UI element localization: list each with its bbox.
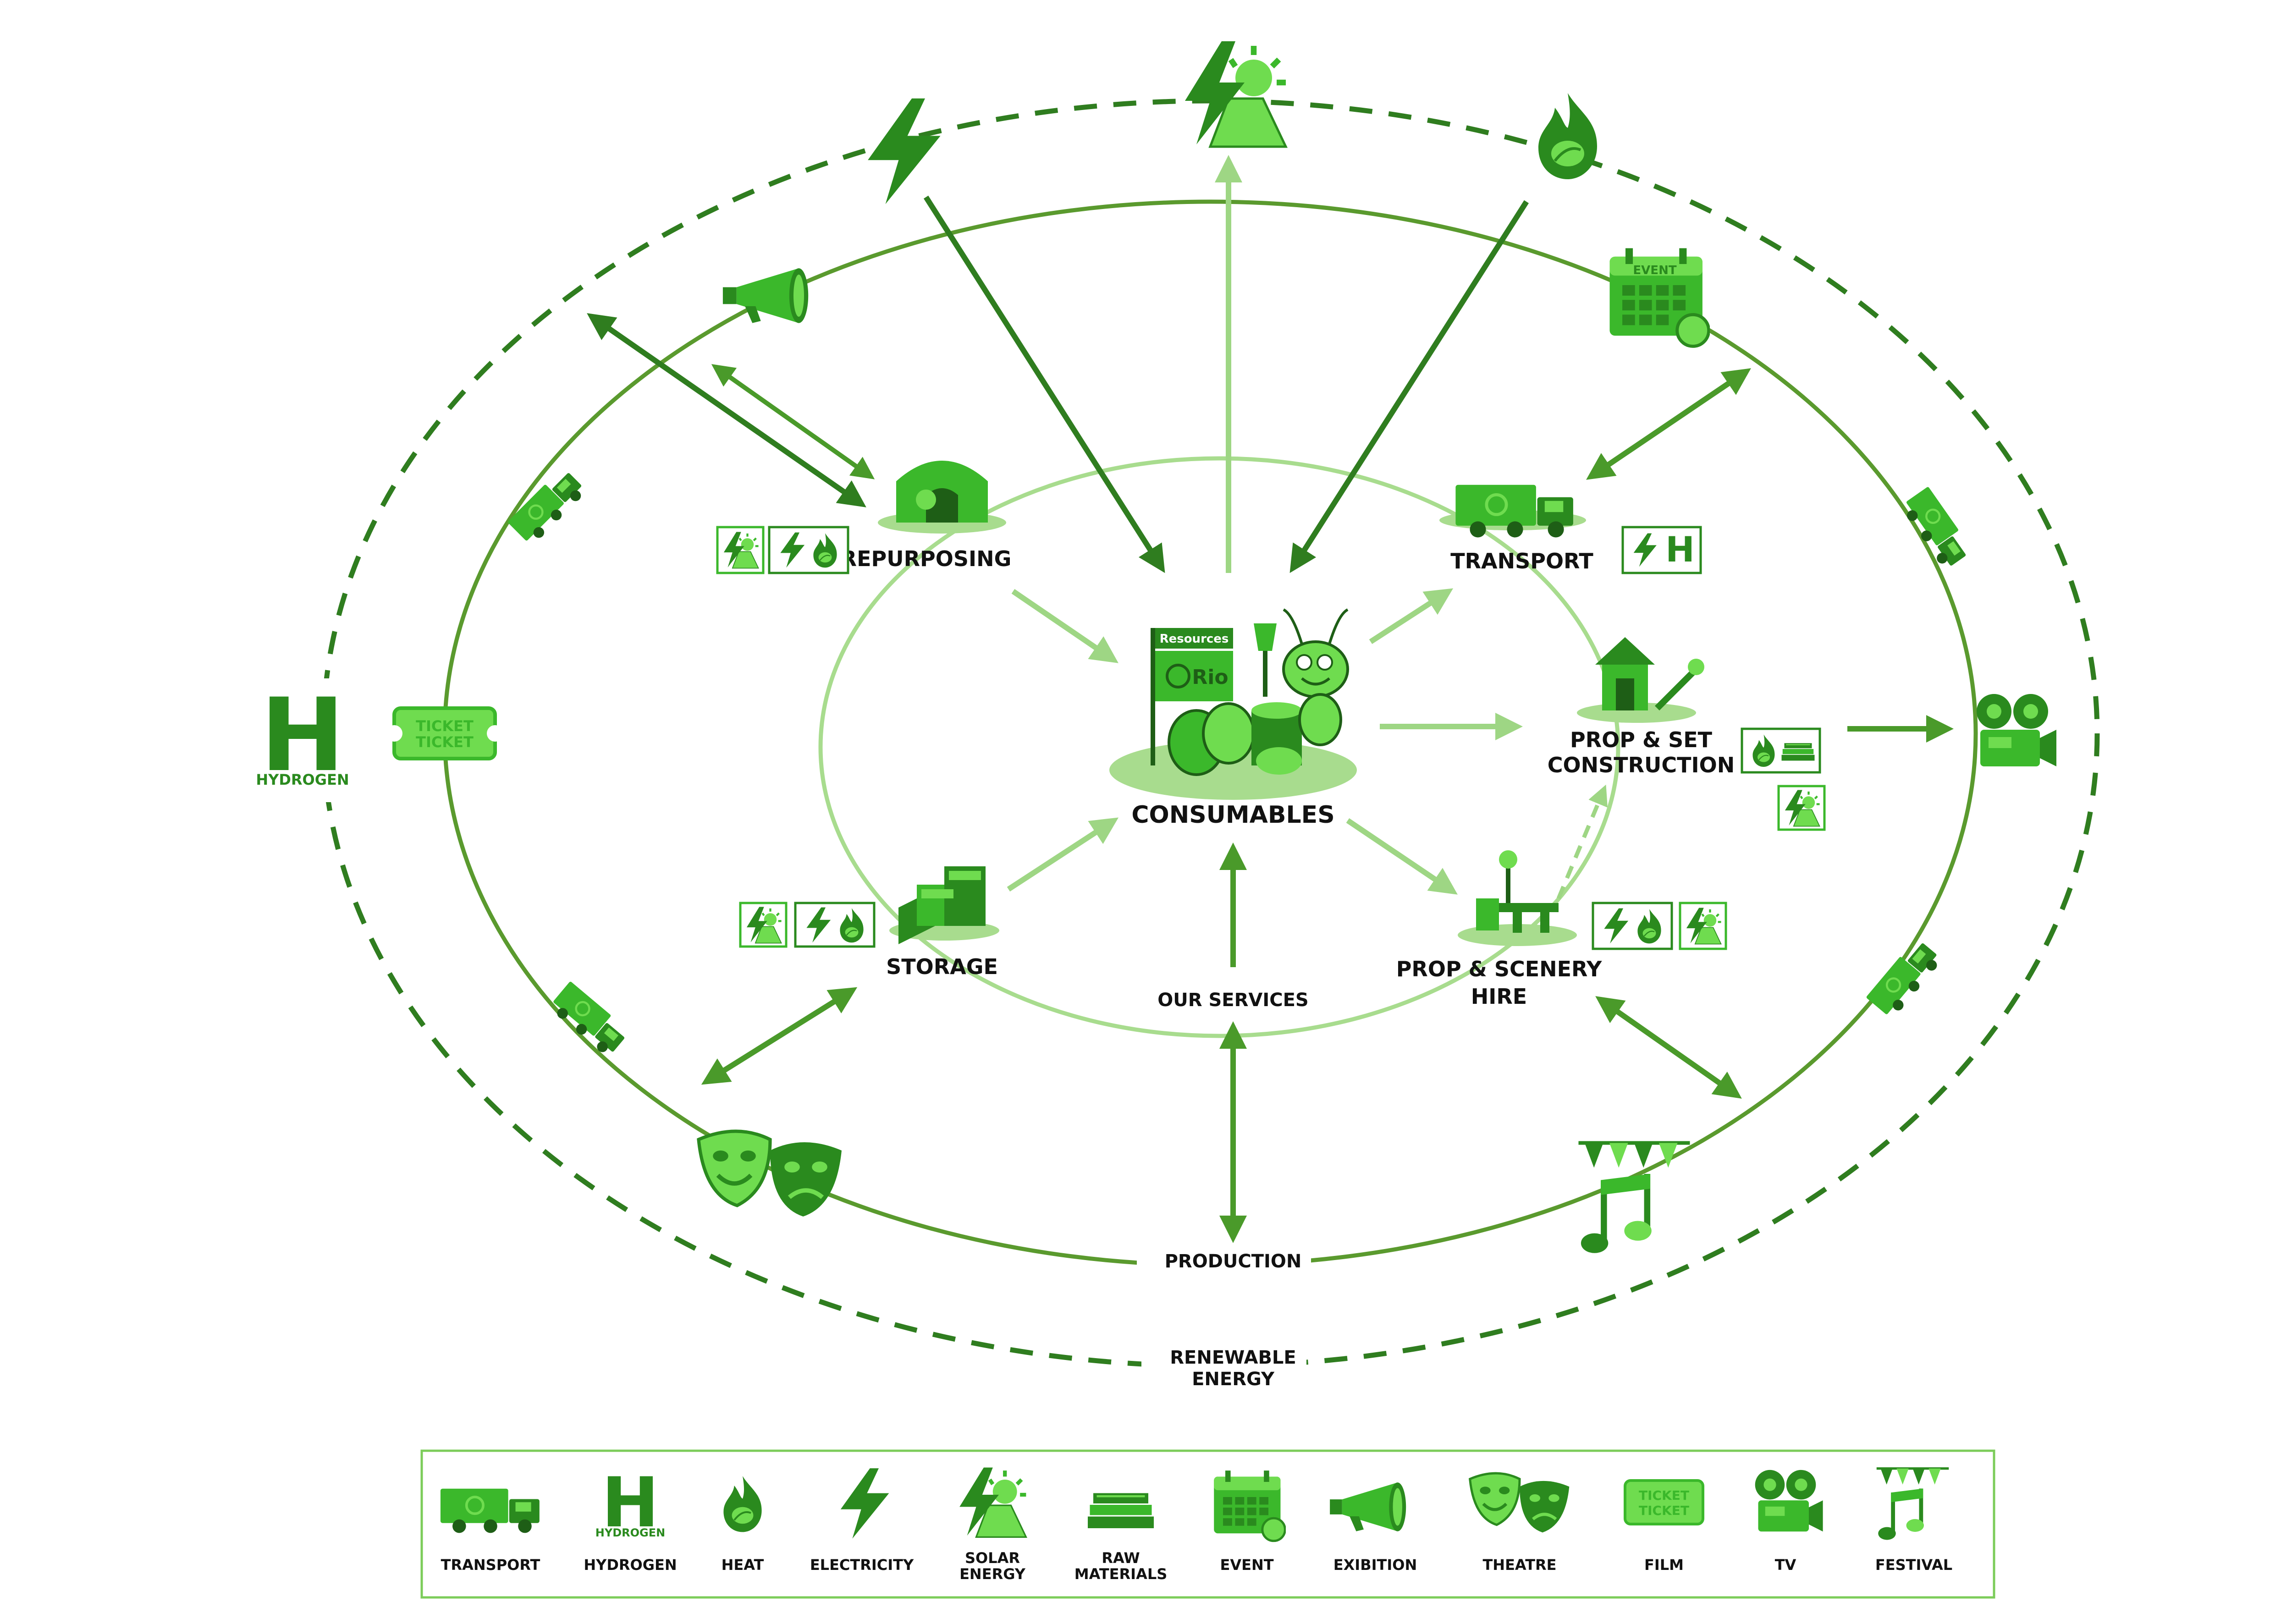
legend-label: EVENT bbox=[1220, 1556, 1273, 1574]
festival-icon bbox=[1579, 1143, 1690, 1253]
hydrogen-icon: H bbox=[601, 1463, 659, 1543]
prop-scenery-energy-badges bbox=[1592, 902, 1727, 950]
storage-label: STORAGE bbox=[886, 954, 998, 979]
prop-set-label-line2: CONSTRUCTION bbox=[1548, 753, 1735, 777]
flag-brand: Rio bbox=[1192, 666, 1228, 689]
event-icon bbox=[1214, 1470, 1285, 1541]
renewable-energy-label-line2: ENERGY bbox=[1192, 1369, 1275, 1390]
solar-energy-icon bbox=[1185, 41, 1286, 147]
legend-label: TV bbox=[1775, 1556, 1796, 1574]
legend-label-line1: SOLAR bbox=[965, 1549, 1020, 1567]
ticket-word-2: TICKET bbox=[416, 733, 474, 751]
legend-item-solar-energy: SOLAR ENERGY bbox=[959, 1468, 1026, 1583]
heat-icon bbox=[1538, 93, 1597, 179]
prop-scenery-label-line1: PROP & SCENERY bbox=[1396, 957, 1602, 981]
transport-hydrogen-badge: H bbox=[1621, 526, 1702, 574]
repurposing-energy-badges bbox=[716, 526, 849, 574]
ticket-word-1: TICKET bbox=[416, 717, 474, 735]
ticket-word-1: TICKET bbox=[1639, 1488, 1689, 1503]
legend-label: FILM bbox=[1644, 1556, 1684, 1574]
hydrogen-letter-small: H bbox=[1665, 529, 1695, 570]
hydrogen-word: HYDROGEN bbox=[256, 771, 349, 788]
renewable-energy-label-line1: RENEWABLE bbox=[1170, 1347, 1296, 1368]
legend-label: FESTIVAL bbox=[1875, 1556, 1952, 1574]
hydrogen-icon-word: HYDROGEN bbox=[595, 1526, 665, 1539]
legend-label: EXIBITION bbox=[1333, 1556, 1417, 1574]
transport-label: TRANSPORT bbox=[1450, 549, 1593, 573]
ticket-icon: TICKET TICKET bbox=[386, 706, 503, 760]
legend-label-line2: MATERIALS bbox=[1074, 1565, 1168, 1583]
legend-item-heat: HEAT bbox=[722, 1476, 764, 1574]
raw-materials-icon bbox=[1088, 1493, 1154, 1528]
production-label: PRODUCTION bbox=[1165, 1251, 1302, 1272]
legend-label-line1: RAW bbox=[1102, 1549, 1140, 1567]
legend-label: THEATRE bbox=[1482, 1556, 1556, 1574]
legend-item-festival: FESTIVAL bbox=[1875, 1469, 1952, 1574]
legend-item-tv: TV bbox=[1755, 1470, 1823, 1574]
prop-set-energy-badges bbox=[1741, 727, 1826, 831]
electricity-icon bbox=[868, 98, 941, 204]
ticket-icon: TICKET TICKET bbox=[1624, 1479, 1704, 1525]
legend-label: HYDROGEN bbox=[584, 1556, 677, 1574]
repurposing-label: REPURPOSING bbox=[841, 546, 1012, 571]
transport-icon-ring-se bbox=[1866, 937, 1943, 1020]
legend-item-electricity: ELECTRICITY bbox=[810, 1468, 914, 1574]
consumables-label: CONSUMABLES bbox=[1131, 801, 1334, 829]
film-icon bbox=[1977, 694, 2056, 766]
legend-item-transport: TRANSPORT bbox=[441, 1489, 540, 1574]
prop-scenery-label-line2: HIRE bbox=[1471, 984, 1527, 1009]
legend-item-hydrogen: H HYDROGEN HYDROGEN bbox=[584, 1463, 677, 1574]
storage-node: STORAGE bbox=[886, 866, 999, 979]
legend-label: ELECTRICITY bbox=[810, 1556, 914, 1574]
transport-node: TRANSPORT bbox=[1439, 485, 1593, 573]
prop-scenery-hire-node: PROP & SCENERY HIRE bbox=[1396, 850, 1602, 1009]
raw-materials-icon bbox=[1781, 743, 1815, 761]
prop-set-construction-node: PROP & SET CONSTRUCTION bbox=[1548, 637, 1735, 777]
legend-label: TRANSPORT bbox=[441, 1556, 540, 1574]
legend-item-raw-materials: RAW MATERIALS bbox=[1074, 1493, 1168, 1583]
legend-item-event: EVENT bbox=[1214, 1470, 1285, 1574]
legend-item-exibition: EXIBITION bbox=[1330, 1482, 1417, 1574]
consumables-node[interactable]: Resources Rio CONSUMABLES bbox=[1109, 608, 1357, 829]
storage-energy-badges bbox=[739, 902, 876, 948]
connection-arrows bbox=[587, 155, 1954, 1243]
legend-item-film: TICKET TICKET FILM bbox=[1624, 1479, 1704, 1574]
hydrogen-icon: H HYDROGEN bbox=[256, 677, 349, 794]
legend-item-theatre: THEATRE bbox=[1470, 1473, 1570, 1574]
prop-set-label-line1: PROP & SET bbox=[1570, 727, 1713, 752]
our-services-label: OUR SERVICES bbox=[1157, 990, 1308, 1011]
transport-icon-ring-ne bbox=[1900, 486, 1973, 571]
ticket-word-2: TICKET bbox=[1639, 1503, 1689, 1518]
legend-label-line2: ENERGY bbox=[959, 1565, 1026, 1583]
ant-mascot bbox=[1254, 608, 1349, 746]
theatre-icon bbox=[699, 1131, 842, 1217]
recycle-icon bbox=[1166, 664, 1190, 688]
event-icon: EVENT bbox=[1610, 248, 1709, 347]
legend-label: HEAT bbox=[722, 1556, 764, 1574]
repurposing-node: REPURPOSING bbox=[841, 461, 1012, 571]
hydrogen-letter: H bbox=[260, 677, 345, 794]
event-word: EVENT bbox=[1633, 264, 1676, 277]
legend: TRANSPORT H HYDROGEN HYDROGEN HEAT ELECT… bbox=[420, 1449, 1995, 1599]
flag-title: Resources bbox=[1160, 632, 1229, 646]
